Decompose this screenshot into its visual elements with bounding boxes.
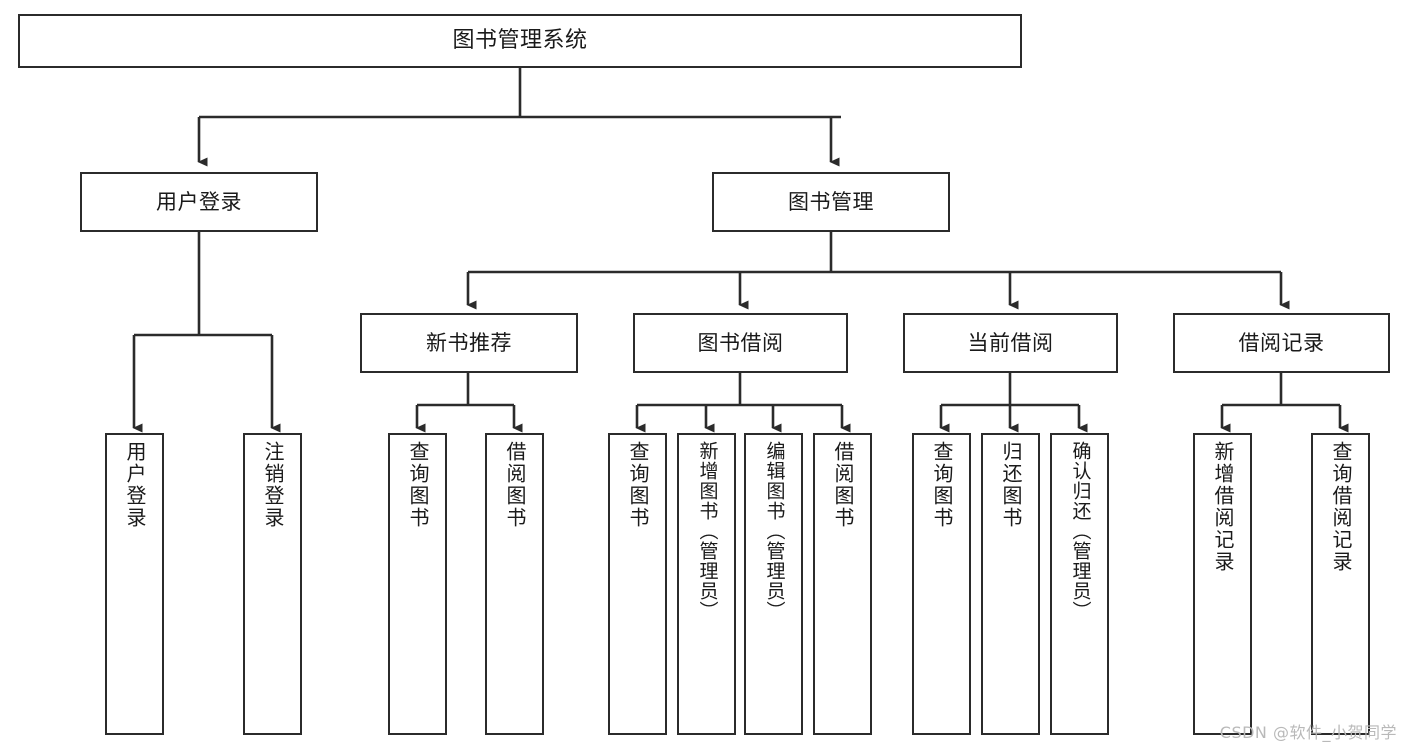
node-label: 查询图书 bbox=[930, 441, 954, 529]
node-label: 图书管理系统 bbox=[452, 28, 588, 54]
node-label: 编辑图书（管理员） bbox=[763, 441, 786, 621]
node-root-book-management-system[interactable]: 图书管理系统 bbox=[18, 14, 1022, 68]
node-label: 当前借阅 bbox=[967, 330, 1054, 355]
node-label: 查询借阅记录 bbox=[1329, 441, 1353, 573]
leaf-node-return-book[interactable]: 归还图书 bbox=[981, 433, 1040, 735]
node-current-borrow[interactable]: 当前借阅 bbox=[903, 313, 1118, 373]
node-label: 查询图书 bbox=[626, 441, 650, 529]
leaf-node-borrow-book-recommend[interactable]: 借阅图书 bbox=[485, 433, 544, 735]
node-borrow-record[interactable]: 借阅记录 bbox=[1173, 313, 1390, 373]
node-label: 新书推荐 bbox=[426, 330, 512, 355]
leaf-node-query-book-recommend[interactable]: 查询图书 bbox=[388, 433, 447, 735]
leaf-node-edit-book-admin[interactable]: 编辑图书（管理员） bbox=[744, 433, 803, 735]
node-book-management[interactable]: 图书管理 bbox=[712, 172, 950, 232]
node-label: 查询图书 bbox=[406, 441, 430, 529]
node-label: 确认归还（管理员） bbox=[1069, 441, 1092, 621]
leaf-node-borrow-book[interactable]: 借阅图书 bbox=[813, 433, 872, 735]
leaf-node-add-borrow-record[interactable]: 新增借阅记录 bbox=[1193, 433, 1252, 735]
node-label: 图书管理 bbox=[788, 189, 874, 214]
leaf-node-query-book-current[interactable]: 查询图书 bbox=[912, 433, 971, 735]
leaf-node-logout-login[interactable]: 注销登录 bbox=[243, 433, 302, 735]
node-label: 新增图书（管理员） bbox=[696, 441, 719, 621]
leaf-node-query-borrow-record[interactable]: 查询借阅记录 bbox=[1311, 433, 1370, 735]
node-label: 借阅记录 bbox=[1238, 330, 1325, 355]
node-book-borrow[interactable]: 图书借阅 bbox=[633, 313, 848, 373]
node-label: 借阅图书 bbox=[503, 441, 527, 529]
leaf-node-query-book-borrow[interactable]: 查询图书 bbox=[608, 433, 667, 735]
node-label: 归还图书 bbox=[999, 441, 1023, 529]
node-label: 用户登录 bbox=[156, 189, 242, 214]
node-label: 新增借阅记录 bbox=[1211, 441, 1235, 573]
node-new-book-recommend[interactable]: 新书推荐 bbox=[360, 313, 578, 373]
csdn-watermark: CSDN @软件_小贺同学 bbox=[1219, 723, 1397, 742]
node-label: 注销登录 bbox=[261, 441, 285, 529]
leaf-node-confirm-return-admin[interactable]: 确认归还（管理员） bbox=[1050, 433, 1109, 735]
leaf-node-user-login[interactable]: 用户登录 bbox=[105, 433, 164, 735]
node-label: 用户登录 bbox=[123, 441, 147, 529]
node-user-login[interactable]: 用户登录 bbox=[80, 172, 318, 232]
node-label: 图书借阅 bbox=[697, 330, 784, 355]
node-label: 借阅图书 bbox=[831, 441, 855, 529]
leaf-node-add-book-admin[interactable]: 新增图书（管理员） bbox=[677, 433, 736, 735]
